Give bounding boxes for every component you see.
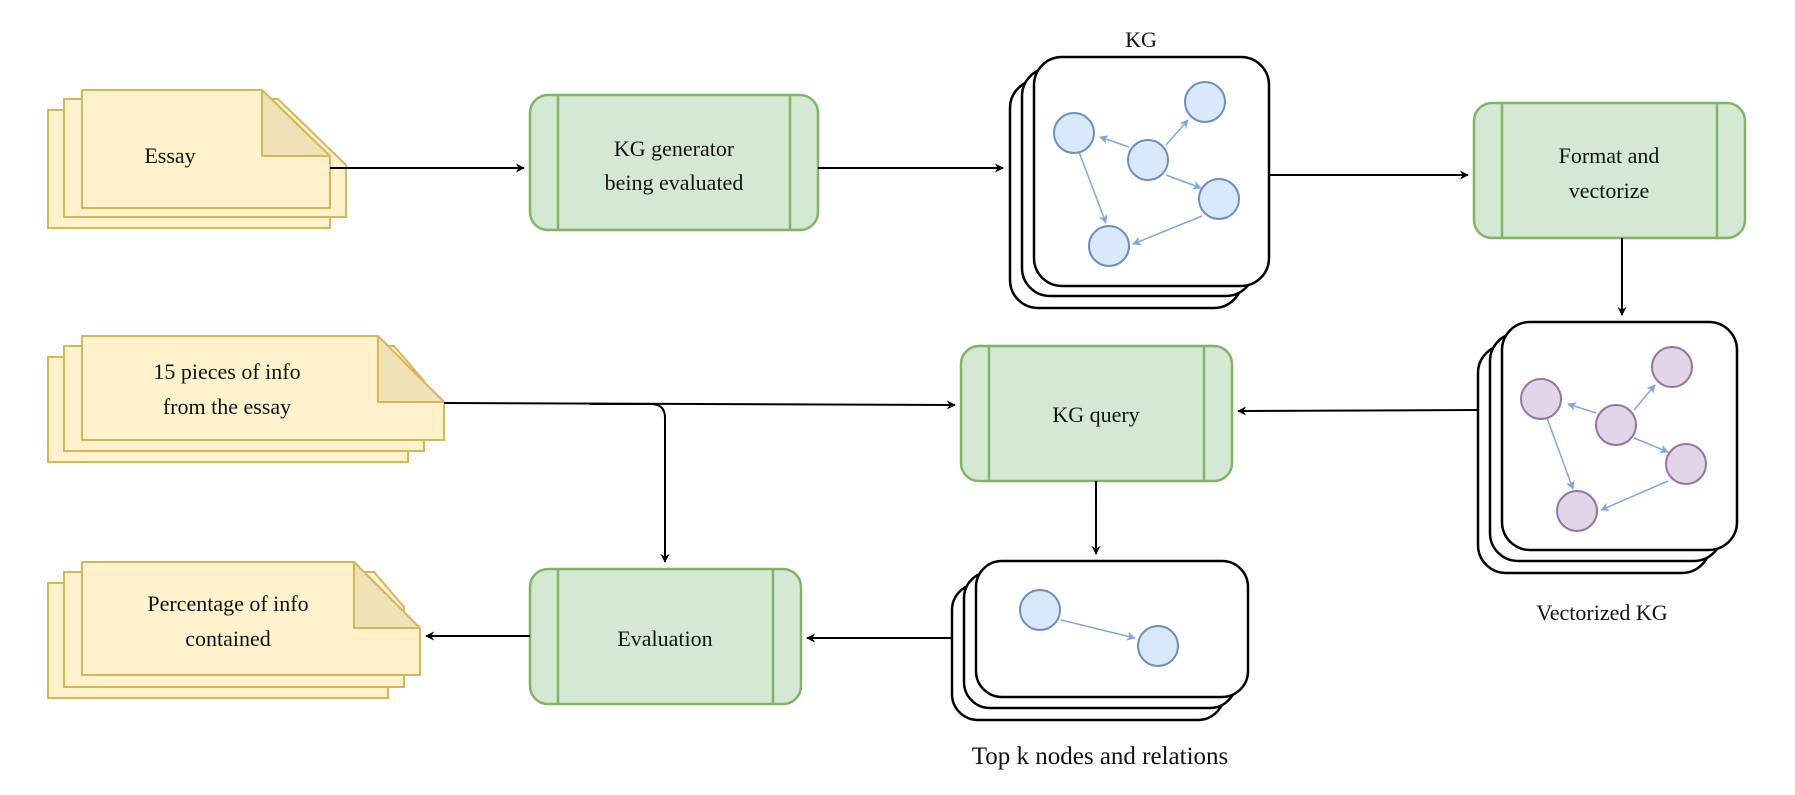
info-pieces-label-line1: 15 pieces of info bbox=[153, 359, 300, 384]
kg-generator-label-line2: being evaluated bbox=[605, 170, 744, 195]
top-k-caption: Top k nodes and relations bbox=[972, 743, 1229, 770]
info-to-evaluation-arrow bbox=[590, 403, 670, 563]
kg-node bbox=[1198, 178, 1240, 220]
kg-title: KG bbox=[1125, 27, 1157, 52]
percentage-label-line1: Percentage of info bbox=[147, 591, 308, 616]
kg-generator-process: KG generator being evaluated bbox=[528, 93, 820, 232]
kg-graph-stack: KG bbox=[1008, 27, 1271, 310]
kg-graph-nodes bbox=[1053, 81, 1240, 267]
format-vectorize-label-line1: Format and bbox=[1559, 143, 1660, 168]
top-k-node bbox=[1019, 589, 1061, 631]
vectorized-kg-caption: Vectorized KG bbox=[1536, 600, 1667, 625]
vectorized-to-query-arrow bbox=[1237, 406, 1479, 416]
vectorized-kg-nodes bbox=[1520, 346, 1707, 532]
essay-document: Essay bbox=[47, 89, 347, 229]
vectorized-kg-node bbox=[1595, 404, 1637, 446]
vectorized-kg-node bbox=[1665, 443, 1707, 485]
evaluation-label: Evaluation bbox=[617, 626, 712, 651]
kg-node bbox=[1184, 81, 1226, 123]
vectorized-kg-node bbox=[1520, 378, 1562, 420]
kg-query-label: KG query bbox=[1052, 402, 1139, 427]
info-to-query-arrow bbox=[443, 400, 956, 410]
percentage-document: Percentage of info contained bbox=[47, 561, 421, 699]
top-k-node bbox=[1137, 625, 1179, 667]
info-pieces-label-line2: from the essay bbox=[163, 394, 291, 419]
vectorized-kg-graph-stack: Vectorized KG bbox=[1476, 320, 1739, 625]
kg-graph-edges bbox=[1078, 119, 1203, 246]
vectorized-kg-edges bbox=[1546, 384, 1669, 511]
top-k-nodes bbox=[1019, 589, 1179, 667]
kg-node bbox=[1088, 225, 1130, 267]
kg-query-process: KG query bbox=[959, 344, 1234, 483]
kg-node bbox=[1053, 112, 1095, 154]
essay-label: Essay bbox=[144, 143, 195, 168]
top-k-graph-stack: Top k nodes and relations bbox=[950, 559, 1250, 770]
format-vectorize-process: Format and vectorize bbox=[1472, 101, 1747, 240]
vectorized-kg-node bbox=[1651, 346, 1693, 388]
kg-generator-label-line1: KG generator bbox=[614, 136, 735, 161]
percentage-label-line2: contained bbox=[185, 626, 271, 651]
format-vectorize-label-line2: vectorize bbox=[1569, 178, 1650, 203]
evaluation-process: Evaluation bbox=[528, 567, 803, 706]
top-k-edges bbox=[1060, 619, 1136, 641]
connectors bbox=[330, 163, 1627, 643]
vectorized-kg-node bbox=[1556, 490, 1598, 532]
kg-node bbox=[1127, 139, 1169, 181]
info-pieces-document: 15 pieces of info from the essay bbox=[47, 335, 445, 463]
